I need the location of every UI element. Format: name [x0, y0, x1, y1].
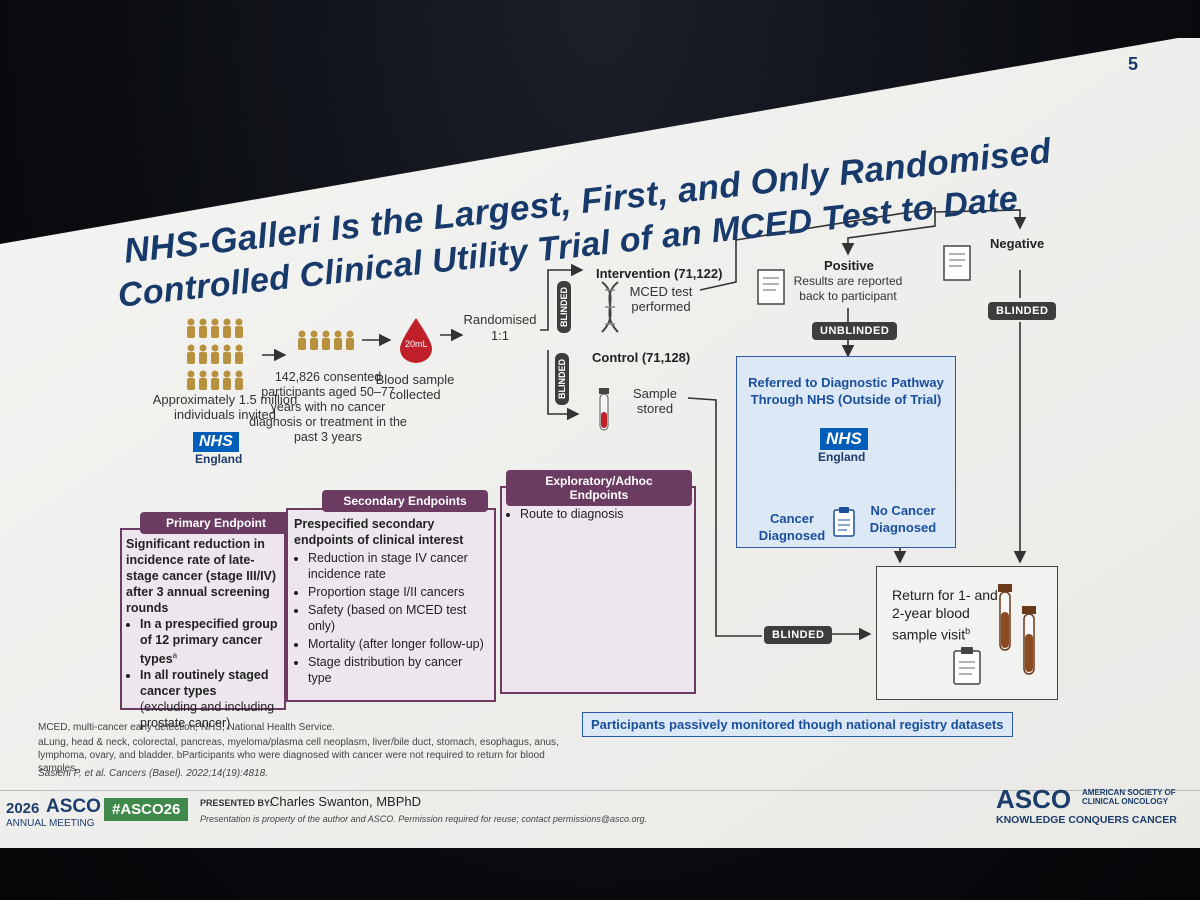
return-clipboard-icon	[953, 647, 981, 685]
invited-people-icon	[187, 318, 243, 390]
clipboard-icon	[833, 507, 855, 537]
blood-tubes-icon	[998, 584, 1036, 675]
exploratory-endpoint-item: Route to diagnosis	[520, 506, 686, 522]
footnote-reference: Sasieni P, et al. Cancers (Basel). 2022;…	[38, 768, 268, 779]
invited-label: Approximately 1.5 million individuals in…	[152, 392, 298, 422]
secondary-endpoints-box	[286, 508, 496, 702]
asco-logo: ASCO	[996, 784, 1072, 814]
presented-by-label: PRESENTED BY:	[200, 798, 273, 808]
asco-full-name: AMERICAN SOCIETY OF CLINICAL ONCOLOGY	[1082, 788, 1176, 806]
nhs-region-referral: England	[818, 450, 866, 464]
primary-endpoint-bullet-1: In a prespecified group of 12 primary ca…	[140, 616, 280, 667]
footnote-a-b: aLung, head & neck, colorectal, pancreas…	[38, 737, 559, 774]
blinded-tag-intervention: BLINDED	[557, 281, 571, 333]
unblinded-tag: UNBLINDED	[812, 322, 898, 340]
nhs-region: England	[195, 452, 243, 466]
secondary-endpoints-heading: Secondary Endpoints	[322, 490, 488, 512]
secondary-endpoint-item: Proportion stage I/II cancers	[308, 584, 486, 600]
hashtag-badge: #ASCO26	[104, 798, 189, 821]
consented-people-icon	[298, 330, 354, 350]
consented-label: 142,826 consented participants aged 50–7…	[249, 370, 407, 444]
exploratory-endpoints-box	[500, 486, 696, 694]
report-document-icon	[757, 269, 785, 305]
secondary-endpoint-item: Mortality (after longer follow-up)	[308, 636, 486, 652]
referral-text: Referred to Diagnostic Pathway Through N…	[748, 375, 944, 407]
primary-endpoint-heading: Primary Endpoint	[140, 512, 292, 534]
no-cancer-diagnosed: No Cancer Diagnosed	[869, 503, 937, 535]
blood-sample-label: Blood sample collected	[375, 372, 455, 402]
intervention-text: MCED test performed	[629, 284, 693, 314]
asco-tagline: KNOWLEDGE CONQUERS CANCER	[996, 814, 1177, 826]
secondary-endpoint-item: Reduction in stage IV cancer incidence r…	[308, 550, 486, 582]
meeting-org: ASCO	[46, 796, 101, 817]
exploratory-endpoints-heading: Exploratory/Adhoc Endpoints	[506, 470, 692, 506]
footer-divider	[0, 790, 1200, 791]
reuse-notice: Presentation is property of the author a…	[200, 814, 648, 824]
cancer-diagnosed: Cancer Diagnosed	[758, 511, 826, 543]
sample-tube-icon	[599, 388, 609, 431]
footnote-abbreviations: MCED, multi-cancer early detection; NHS,…	[38, 722, 335, 733]
randomised-label: Randomised 1:1	[463, 312, 537, 343]
meeting-year: 2026	[6, 800, 40, 817]
blinded-tag-negative: BLINDED	[988, 302, 1057, 320]
primary-endpoint-bullet-2: In all routinely staged cancer types(exc…	[140, 667, 280, 731]
exploratory-endpoints-content: Route to diagnosis	[506, 506, 686, 522]
primary-endpoint-content: Significant reduction in incidence rate …	[126, 536, 280, 731]
intervention-heading: Intervention (71,122)	[596, 266, 723, 281]
primary-endpoint-main: Significant reduction in incidence rate …	[126, 537, 277, 615]
bullet1-footnote-mark: a	[172, 651, 178, 660]
control-text: Sample stored	[632, 386, 678, 416]
secondary-endpoints-intro: Prespecified secondary endpoints of clin…	[294, 517, 464, 547]
dna-icon	[601, 281, 619, 333]
negative-document-icon	[943, 245, 971, 281]
secondary-endpoints-content: Prespecified secondary endpoints of clin…	[294, 516, 486, 686]
return-footnote-mark: b	[965, 626, 971, 636]
meeting-subtitle: ANNUAL MEETING	[6, 818, 95, 829]
nhs-logo-referral: NHS	[820, 428, 868, 450]
secondary-endpoint-item: Stage distribution by cancer type	[308, 654, 486, 686]
primary-endpoint-box	[120, 528, 286, 710]
blood-volume: 20mL	[405, 339, 428, 349]
blinded-tag-control-return: BLINDED	[764, 626, 833, 644]
presenter-name: Charles Swanton, MBPhD	[270, 794, 422, 809]
positive-heading: Positive	[824, 258, 874, 273]
registry-banner: Participants passively monitored though …	[582, 712, 1013, 737]
return-text: Return for 1- and 2-year blood sample vi…	[892, 587, 998, 643]
primary-endpoint-bullet-2-note: (excluding and including prostate cancer…	[140, 700, 275, 731]
control-heading: Control (71,128)	[592, 350, 691, 365]
positive-text: Results are reported back to participant	[793, 274, 903, 303]
blood-drop-icon	[400, 318, 432, 363]
slide-number: 5	[1128, 54, 1139, 74]
negative-heading: Negative	[990, 236, 1045, 251]
secondary-endpoint-item: Safety (based on MCED test only)	[308, 602, 486, 634]
blinded-tag-control: BLINDED	[555, 353, 569, 405]
nhs-logo: NHS	[193, 432, 239, 452]
